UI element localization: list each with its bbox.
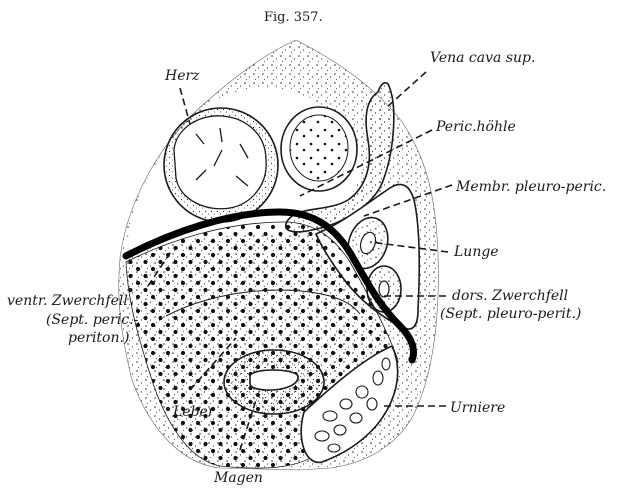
atrium-lumen <box>290 115 348 181</box>
label-lunge: Lunge <box>453 244 499 260</box>
label-dors-zwerchfell: dors. Zwerchfell <box>452 288 568 304</box>
label-herz: Herz <box>164 68 200 84</box>
label-vena-cava: Vena cava sup. <box>430 50 535 66</box>
label-dors-sept: (Sept. pleuro-perit.) <box>440 306 581 322</box>
label-magen: Magen <box>213 470 263 486</box>
figure-caption: Fig. 357. <box>264 10 323 25</box>
heart-lumen <box>174 116 266 209</box>
label-urniere: Urniere <box>450 400 505 416</box>
label-ventr-sept-1: (Sept. peric.- <box>46 312 139 328</box>
label-ventr-sept-2: periton.) <box>68 330 129 346</box>
label-membr: Membr. pleuro-peric. <box>455 179 606 195</box>
label-peric-hoehle: Peric.höhle <box>435 119 516 135</box>
lung-lumen-lower <box>379 281 389 297</box>
label-leber: Leber <box>172 404 216 420</box>
label-ventr-zwerchfell: ventr. Zwerchfell <box>7 293 128 309</box>
